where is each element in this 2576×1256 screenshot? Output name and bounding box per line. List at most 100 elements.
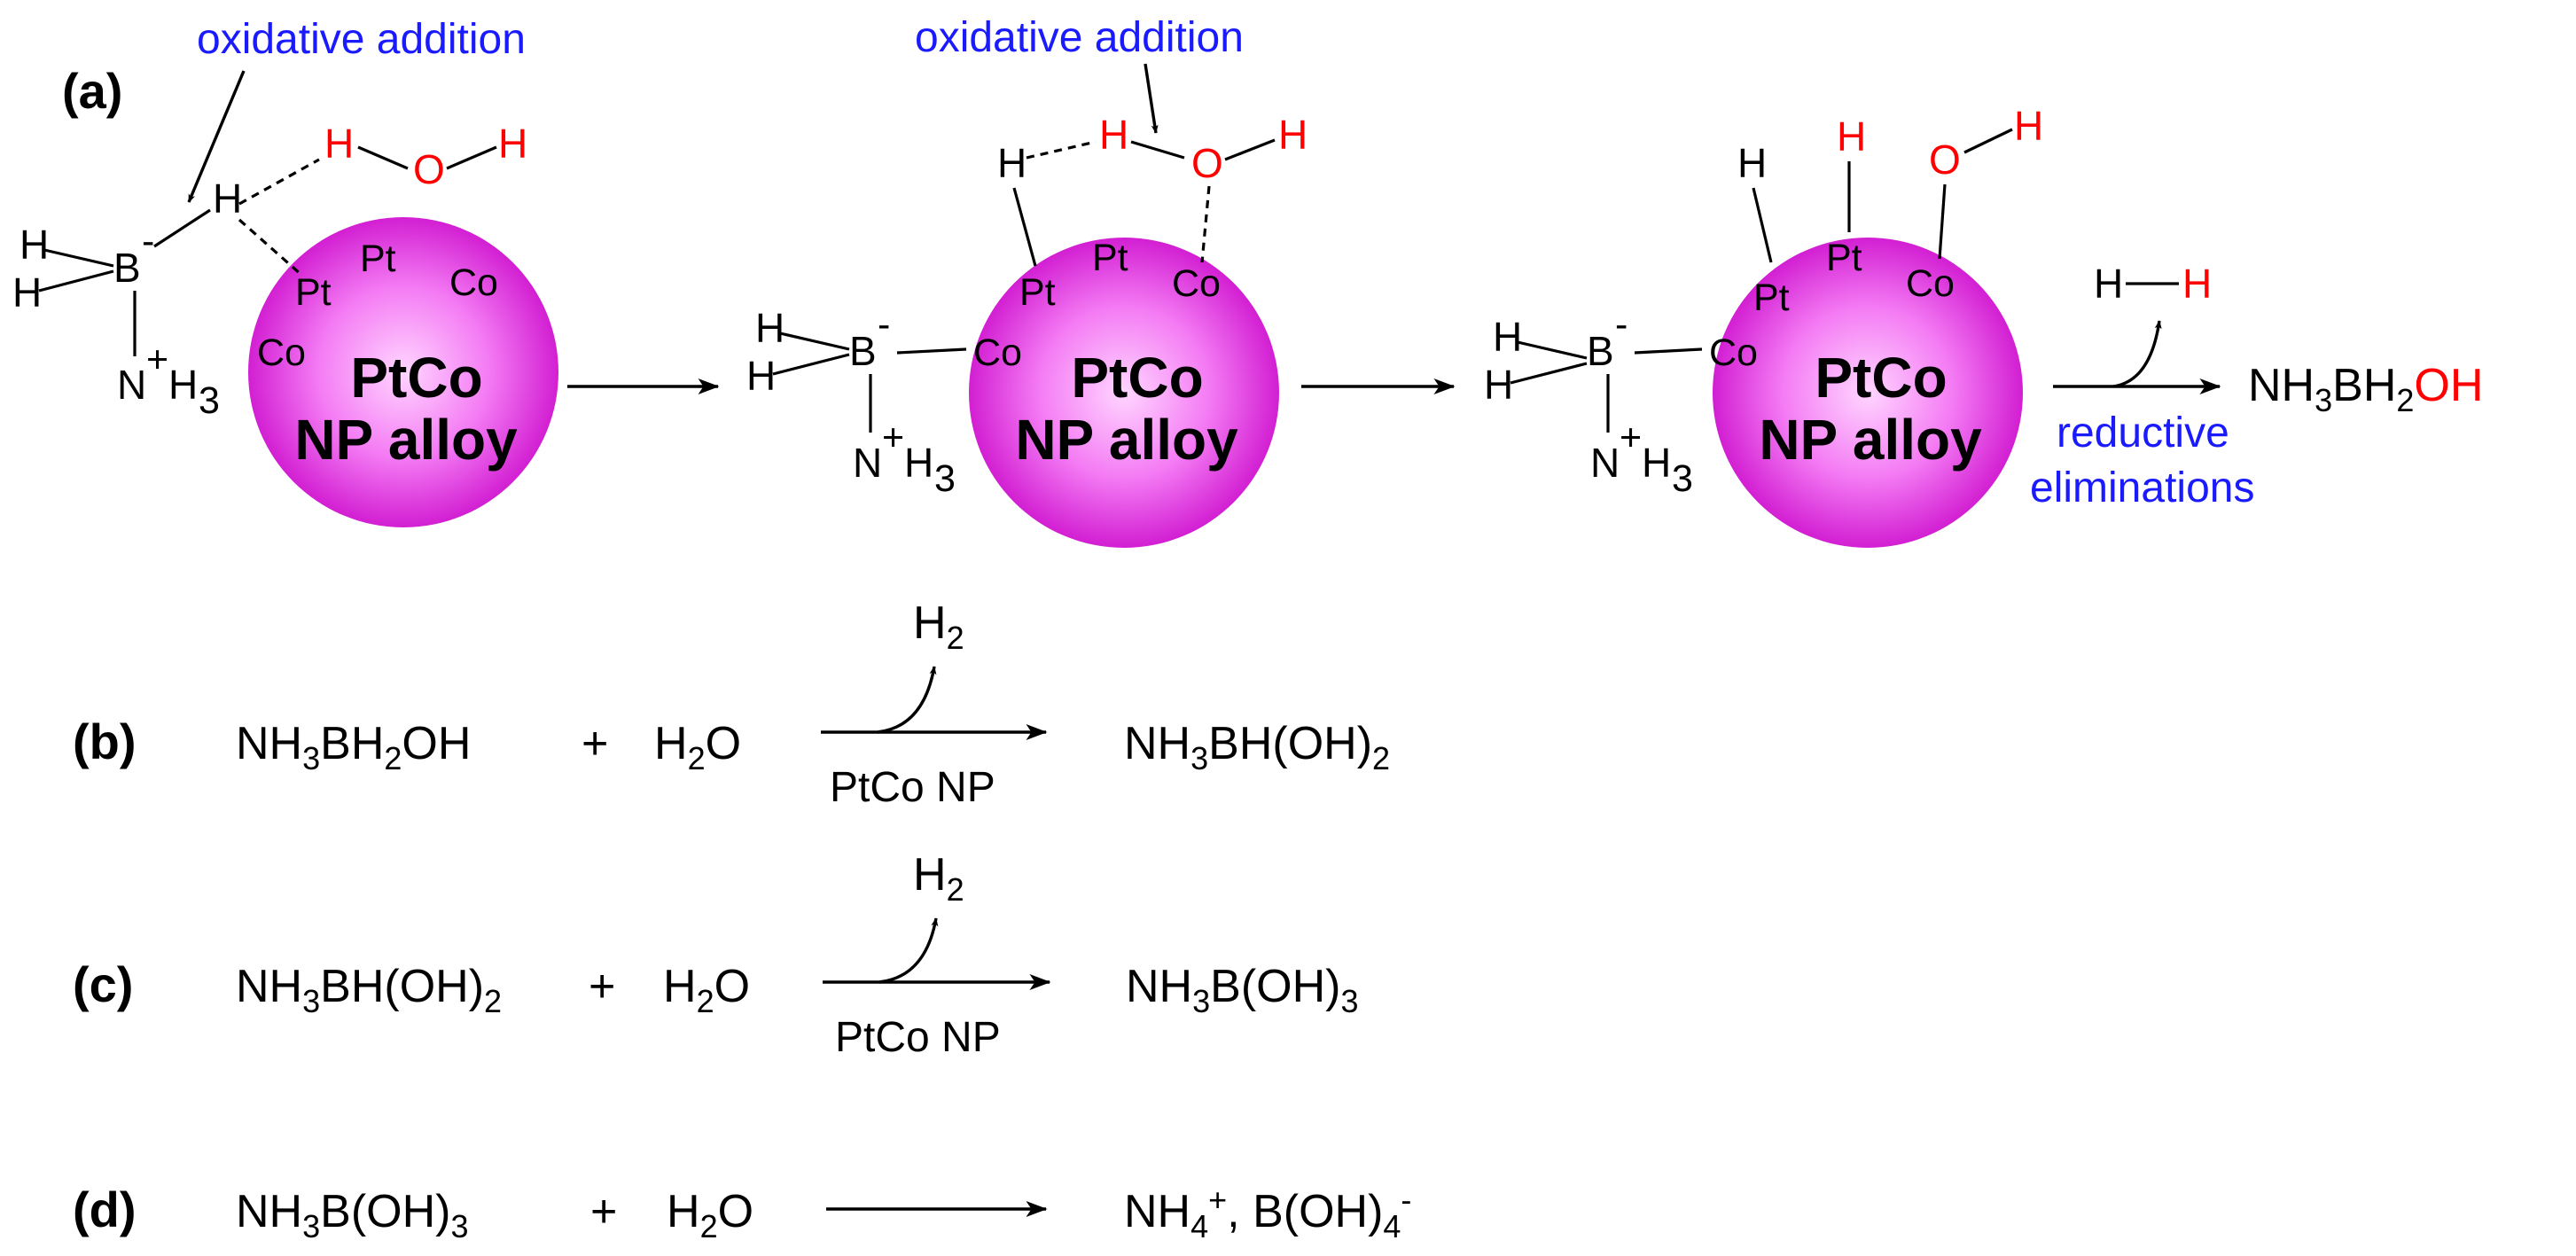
gas-release-arrow [2112,320,2162,388]
n-atom: N [853,440,882,486]
h-atom: H [12,269,42,316]
eliminations-label: eliminations [2030,464,2254,511]
h-atom: H [213,176,242,222]
n-atom: N [1590,440,1620,486]
bond [1634,347,1703,355]
panel-label-b: (b) [73,714,137,769]
bond [772,353,850,376]
bond [357,145,409,170]
co-atom: Co [1906,262,1955,305]
charge-plus: + [1620,417,1642,459]
co-atom: Co [973,332,1022,374]
h-atom: H [1642,440,1671,486]
gas-release-arrow [877,666,937,734]
bond [1963,128,2013,154]
structure-1: PtCo NP alloy Pt Co Pt Co oxidative addi… [12,16,558,527]
panel-label-a: (a) [62,63,122,119]
catalyst-label-c: PtCo NP [835,1014,1001,1061]
h-atom: H [1737,140,1767,186]
pt-atom: Pt [295,271,332,314]
h-atom: H [168,362,198,408]
h-atom: H [2094,261,2123,307]
equation-d-reactant-1: NH3B(OH)3 [236,1186,469,1244]
bond [779,332,850,351]
o-atom: O [1191,140,1223,186]
nanoparticle-label-3a: PtCo [1815,346,1947,410]
h-atom: H [997,140,1026,186]
equation-b-reactant-2: H2O [654,718,741,776]
h-atom: H [746,353,776,399]
h-atom: H [2182,261,2212,307]
equation-c-reactant-1: NH3BH(OH)2 [236,961,502,1019]
subscript: 3 [1672,457,1693,500]
oxidative-addition-arrow [187,70,246,203]
subscript: 3 [199,379,220,422]
pt-atom: Pt [1092,237,1128,279]
h-atom: H [498,121,527,167]
dashed-interaction [1200,185,1211,263]
product-a: NH3BH2OH [2248,360,2483,418]
h-atom: H [324,121,354,167]
h-atom: H [1278,112,1308,158]
reductive-label: reductive [2057,410,2229,456]
oxidative-addition-label: oxidative addition [197,16,526,63]
bond [896,347,967,355]
panel-label-d: (d) [73,1182,137,1237]
nanoparticle-1 [248,217,558,527]
b-atom: B [849,328,877,374]
nanoparticle-label-2b: NP alloy [1015,408,1238,472]
catalyst-label-b: PtCo NP [830,764,995,811]
nanoparticle-label-3b: NP alloy [1759,408,1982,472]
bond [1752,187,1773,263]
charge-minus: - [142,220,154,262]
equation-c-product: NH3B(OH)3 [1126,961,1359,1019]
bond [1012,187,1037,267]
equation-b-reactant-1: NH3BH2OH [236,718,471,776]
panel-label-c: (c) [73,956,133,1012]
pt-atom: Pt [1826,237,1862,279]
charge-plus: + [882,417,904,459]
dashed-interaction [1026,140,1097,160]
bond [43,248,114,268]
structure-2: PtCo NP alloy Pt Pt Co Co oxidative addi… [746,14,1308,548]
o-atom: O [413,146,445,192]
dashed-interaction [238,158,320,206]
bond [153,208,211,248]
subscript: 3 [934,457,956,500]
h-atom: H [755,305,785,351]
bond [1224,138,1276,161]
equation-c-reactant-2: H2O [663,961,750,1019]
nanoparticle-label-1a: PtCo [350,346,482,410]
charge-plus: + [146,339,168,381]
co-atom: Co [1709,332,1758,374]
o-atom: O [1929,137,1961,183]
oxidative-addition-label: oxidative addition [915,14,1244,61]
bond [1130,140,1185,160]
bond [38,269,114,293]
plus-sign: + [590,1186,617,1237]
b-atom: B [1587,328,1614,374]
co-atom: Co [449,261,498,304]
pt-atom: Pt [360,238,396,280]
h-atom: H [1493,314,1522,360]
co-atom: Co [1172,262,1221,305]
bond [1510,362,1588,385]
bond [446,145,497,170]
co-atom: Co [257,332,306,374]
equation-d-product: NH4+, B(OH)4- [1124,1182,1411,1244]
charge-minus: - [1615,303,1628,346]
nanoparticle-label-2a: PtCo [1071,346,1203,410]
charge-minus: - [878,303,890,346]
equation-b-product: NH3BH(OH)2 [1124,718,1390,776]
nanoparticle-label-1b: NP alloy [294,408,518,472]
h-atom: H [2014,103,2043,149]
equation-b-gas: H2 [913,597,964,656]
h-atom: H [904,440,933,486]
bond [1517,340,1588,360]
pt-atom: Pt [1019,271,1056,314]
equation-c-gas: H2 [913,849,964,908]
pt-atom: Pt [1753,277,1790,319]
h-atom: H [1837,113,1866,160]
oxidative-addition-arrow [1144,63,1159,134]
